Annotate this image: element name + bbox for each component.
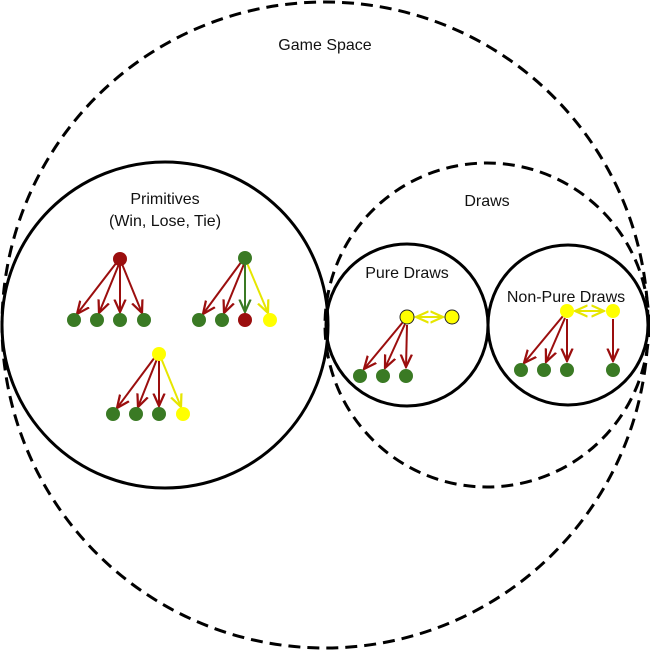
move-arrow <box>406 324 407 367</box>
primitive-tree-lose-root <box>67 252 151 327</box>
move-arrow <box>524 315 564 363</box>
primitive-tree-tie-root <box>106 347 190 421</box>
lose-node <box>113 252 127 266</box>
move-arrow <box>138 358 158 407</box>
win-node <box>152 407 166 421</box>
move-arrow <box>246 262 268 313</box>
move-arrow <box>385 323 406 368</box>
draw-node <box>606 304 620 318</box>
pure-draws-label: Pure Draws <box>365 265 449 282</box>
move-arrow <box>224 263 245 313</box>
pure-draws-tree <box>353 309 460 383</box>
lose-node <box>238 313 252 327</box>
win-node <box>137 313 151 327</box>
move-arrow <box>121 263 142 313</box>
win-node <box>90 313 104 327</box>
non-pure-draws-label: Non-Pure Draws <box>507 289 625 306</box>
non-pure-draws-tree <box>514 304 620 377</box>
win-node <box>514 363 528 377</box>
non-pure-draws-circle <box>486 243 650 407</box>
primitives-circle <box>0 160 330 490</box>
win-node <box>113 313 127 327</box>
win-node <box>560 363 574 377</box>
win-node <box>606 363 620 377</box>
win-node <box>399 369 413 383</box>
win-node <box>106 407 120 421</box>
draw-node <box>444 309 460 325</box>
move-arrow <box>203 260 243 314</box>
game-space-label: Game Space <box>278 37 371 54</box>
draw-node <box>399 309 415 325</box>
win-node <box>192 313 206 327</box>
move-arrow <box>99 263 120 313</box>
move-arrow <box>364 321 404 369</box>
win-node <box>67 313 81 327</box>
primitives-sublabel: (Win, Lose, Tie) <box>109 213 221 230</box>
primitives-label: Primitives <box>130 191 199 208</box>
draw-node <box>560 304 574 318</box>
draws-label: Draws <box>464 193 509 210</box>
move-arrow <box>77 261 118 314</box>
tie-node <box>263 313 277 327</box>
win-node <box>238 251 252 265</box>
win-node <box>129 407 143 421</box>
move-arrow <box>160 357 181 407</box>
tie-node <box>176 407 190 421</box>
move-arrow <box>117 356 156 408</box>
tie-node <box>152 347 166 361</box>
win-node <box>537 363 551 377</box>
primitive-tree-win-root <box>192 251 277 327</box>
win-node <box>376 369 390 383</box>
move-arrow <box>546 317 566 362</box>
win-node <box>215 313 229 327</box>
win-node <box>353 369 367 383</box>
